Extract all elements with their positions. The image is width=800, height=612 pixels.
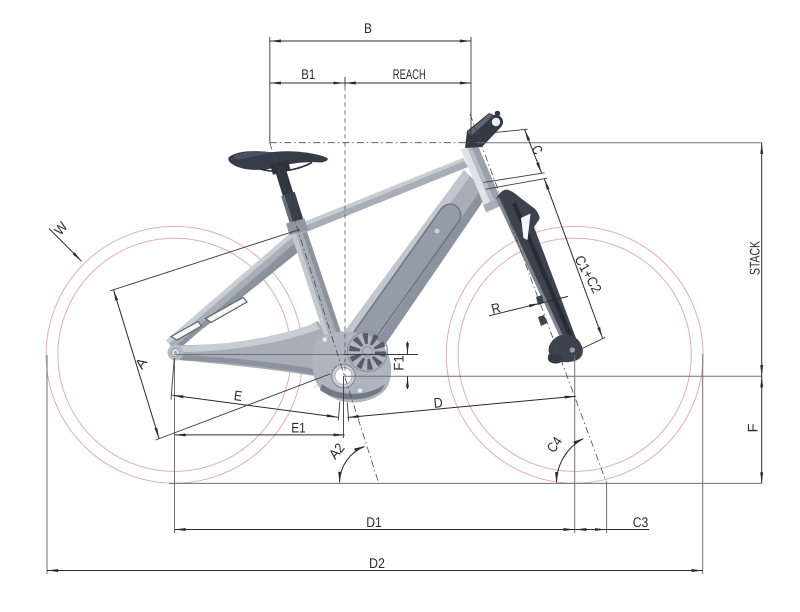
svg-text:STACK: STACK xyxy=(746,241,762,275)
svg-text:D2: D2 xyxy=(369,555,385,571)
svg-text:C: C xyxy=(529,143,547,157)
svg-text:REACH: REACH xyxy=(393,66,426,82)
svg-text:E1: E1 xyxy=(291,420,306,436)
svg-text:D1: D1 xyxy=(366,514,382,530)
svg-text:F: F xyxy=(745,424,761,433)
svg-text:C1+C2: C1+C2 xyxy=(572,252,606,295)
svg-text:E: E xyxy=(233,387,243,404)
svg-text:A2: A2 xyxy=(325,440,347,462)
svg-text:W: W xyxy=(51,218,71,238)
svg-text:C4: C4 xyxy=(543,433,565,455)
svg-text:D: D xyxy=(433,394,443,411)
svg-text:C3: C3 xyxy=(633,514,649,530)
svg-text:B: B xyxy=(364,20,372,36)
svg-text:F1: F1 xyxy=(391,355,407,371)
svg-text:B1: B1 xyxy=(301,66,315,82)
svg-text:R: R xyxy=(490,299,502,317)
